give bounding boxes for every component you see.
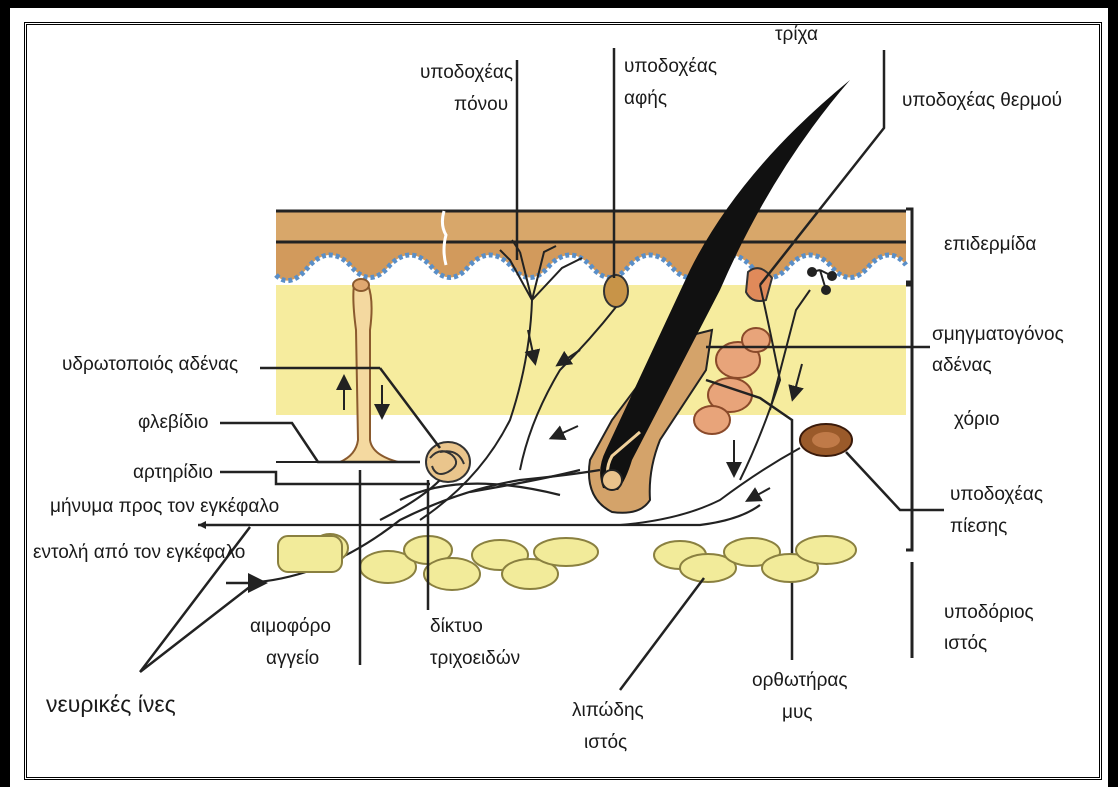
label-sebaceous-2: αδένας xyxy=(932,355,992,376)
sweat-gland-coil xyxy=(426,442,470,482)
label-pain-receptor-2: πόνου xyxy=(454,94,508,115)
epidermis-top-layer xyxy=(276,211,906,243)
venule-line xyxy=(220,423,420,462)
label-touch-receptor-2: αφής xyxy=(624,88,667,109)
label-capillary-2: τριχοειδών xyxy=(430,648,520,669)
label-dermis: χόριο xyxy=(954,409,1000,430)
epidermis-bracket xyxy=(906,209,912,282)
label-sweat-gland: υδρωτοποιός αδένας xyxy=(62,354,238,375)
label-subcutaneous-1: υποδόριος xyxy=(944,602,1034,623)
label-epidermis: επιδερμίδα xyxy=(944,234,1036,255)
label-command-from-brain: εντολή από τον εγκέφαλο xyxy=(33,542,245,563)
label-nerve-fibers: νευρικές ίνες xyxy=(46,691,176,717)
label-pain-receptor-1: υποδοχέας xyxy=(420,62,513,83)
label-touch-receptor-1: υποδοχέας xyxy=(624,56,717,77)
label-arteriole: αρτηρίδιο xyxy=(133,462,213,483)
label-subcutaneous-2: ιστός xyxy=(944,633,987,654)
label-arrector-1: ορθωτήρας xyxy=(752,670,848,691)
label-pressure-1: υποδοχέας xyxy=(950,484,1043,505)
label-capillary-1: δίκτυο xyxy=(430,616,483,637)
adipose-cells xyxy=(278,534,856,590)
label-message-to-brain: μήνυμα προς τον εγκέφαλο xyxy=(50,496,279,517)
touch-receptor xyxy=(604,275,628,307)
label-adipose-1: λιπώδης xyxy=(572,700,644,721)
arteriole-line xyxy=(220,472,430,484)
label-adipose-2: ιστός xyxy=(584,732,627,753)
label-venule: φλεβίδιο xyxy=(138,412,208,433)
label-blood-vessel-2: αγγείο xyxy=(266,648,319,669)
label-pressure-2: πίεσης xyxy=(950,516,1007,537)
label-blood-vessel-1: αιμοφόρο xyxy=(250,616,331,637)
label-sebaceous-1: σμηγματογόνος xyxy=(932,324,1064,345)
label-arrector-2: μυς xyxy=(782,702,813,723)
label-heat-receptor: υποδοχέας θερμού xyxy=(902,90,1062,111)
label-hair: τρίχα xyxy=(775,24,818,45)
